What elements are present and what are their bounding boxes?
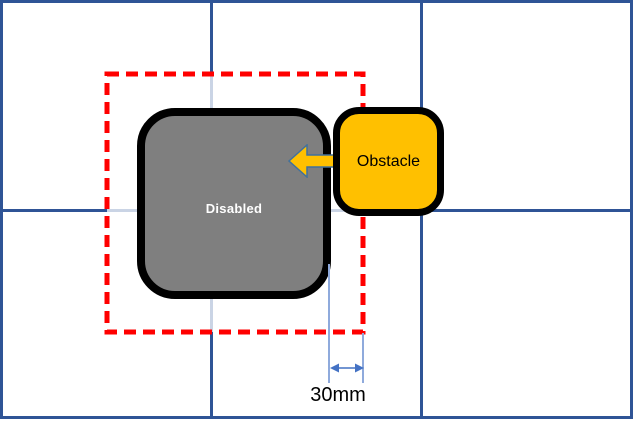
double-headed-arrow-icon xyxy=(330,363,364,373)
disabled-zone-square: Disabled xyxy=(137,108,331,299)
extension-line-disabled-edge xyxy=(328,264,330,383)
obstacle-square: Obstacle xyxy=(333,107,444,216)
disabled-zone-label: Disabled xyxy=(205,201,263,216)
dimension-label: 30mm xyxy=(310,384,366,406)
obstacle-label: Obstacle xyxy=(356,152,421,170)
extension-line-boundary-edge xyxy=(362,333,364,383)
left-arrow-icon xyxy=(288,144,336,178)
outer-frame xyxy=(0,0,633,419)
